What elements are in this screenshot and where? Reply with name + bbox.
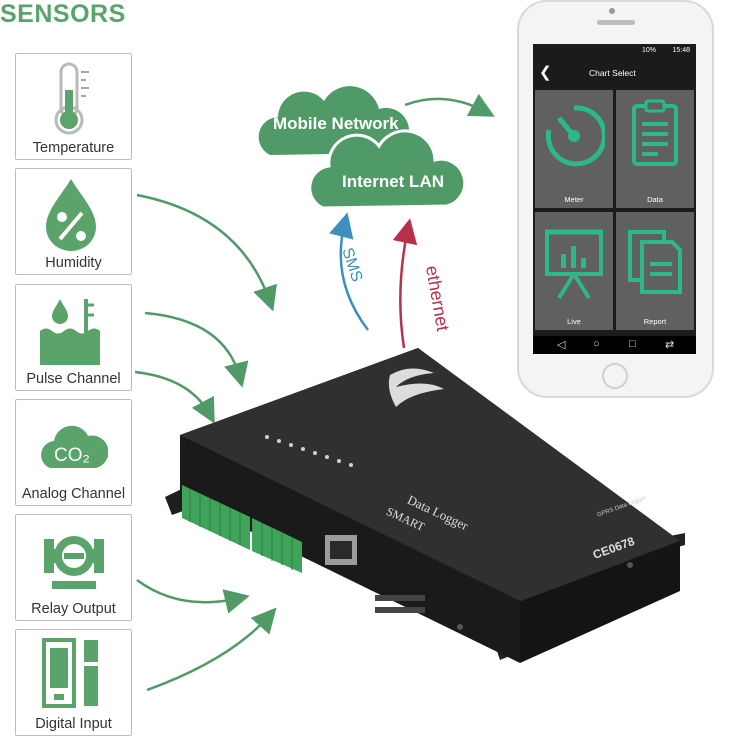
tile-label-meter: Meter <box>564 195 584 204</box>
nav-recent-icon[interactable]: □ <box>629 338 636 350</box>
door-contact-icon <box>42 638 98 708</box>
sensor-label-digital-input: Digital Input <box>35 716 112 732</box>
co2-cloud-icon: CO₂ <box>41 425 108 468</box>
sensor-label-analog-channel: Analog Channel <box>21 486 126 502</box>
speaker-grille <box>597 20 635 25</box>
tile-meter[interactable]: Meter <box>535 90 613 208</box>
home-button[interactable] <box>602 363 628 389</box>
nav-home-icon[interactable]: ○ <box>593 338 600 350</box>
cloud-label-lan: Internet LAN <box>342 172 444 191</box>
presentation-chart-icon <box>545 229 603 300</box>
status-time: 15:48 <box>672 47 690 54</box>
tile-data[interactable]: Data <box>616 90 694 208</box>
arrow-relay <box>136 578 250 614</box>
cloud-internet-lan <box>308 129 467 210</box>
back-arrow-icon[interactable]: ❮ <box>539 64 552 81</box>
status-bar: 10% 15:48 <box>533 44 696 60</box>
sensors-title: SENSORS <box>0 0 126 28</box>
arrow-to-phone <box>404 93 495 117</box>
arrow-ethernet <box>392 218 418 349</box>
cloud-network <box>258 86 467 210</box>
phone-screen: 10% 15:48 ❮ Chart Select Meter <box>533 44 696 354</box>
report-document-icon <box>628 230 682 294</box>
co2-text: CO₂ <box>54 445 90 466</box>
data-logger-device <box>165 348 685 663</box>
app-header: ❮ Chart Select <box>533 60 696 86</box>
humidity-drop-icon <box>46 179 96 251</box>
battery-percent: 10% <box>641 47 656 54</box>
sensor-card-temperature: Temperature <box>15 53 132 160</box>
arrow-digital <box>146 607 277 692</box>
tile-live[interactable]: Live <box>535 212 613 330</box>
sensor-label-pulse-channel: Pulse Channel <box>26 371 121 387</box>
camera-icon <box>609 8 615 14</box>
sensor-card-relay-output: Relay Output <box>15 514 132 621</box>
tile-label-live: Live <box>567 317 581 326</box>
android-nav-bar: ◁ ○ □ ⇄ <box>533 336 696 354</box>
sensor-card-humidity: Humidity <box>15 168 132 275</box>
flow-meter-icon <box>44 536 104 589</box>
smartphone: 10% 15:48 ❮ Chart Select Meter <box>517 0 714 400</box>
arrow-sms <box>329 212 369 331</box>
tile-report[interactable]: Report <box>616 212 694 330</box>
sensor-card-pulse-channel: Pulse Channel <box>15 284 132 391</box>
sensor-label-humidity: Humidity <box>45 255 102 271</box>
arrow-humidity <box>136 193 277 312</box>
tile-label-data: Data <box>647 195 663 204</box>
tile-label-report: Report <box>643 317 667 326</box>
thermometer-icon <box>54 62 89 135</box>
arrow-analog <box>134 370 215 424</box>
gauge-icon <box>545 105 605 167</box>
sensor-label-temperature: Temperature <box>32 140 115 156</box>
nav-switch-icon[interactable]: ⇄ <box>665 339 675 351</box>
header-title: Chart Select <box>589 68 636 78</box>
sensor-label-relay-output: Relay Output <box>31 601 116 617</box>
sensor-card-digital-input: Digital Input <box>15 629 132 736</box>
clipboard-icon <box>632 99 678 166</box>
water-level-icon <box>40 299 100 365</box>
arrow-pulse <box>144 311 249 388</box>
sensor-card-analog-channel: CO₂ Analog Channel <box>15 399 132 506</box>
nav-back-icon[interactable]: ◁ <box>557 339 566 351</box>
cloud-label-mobile: Mobile Network <box>273 114 399 133</box>
